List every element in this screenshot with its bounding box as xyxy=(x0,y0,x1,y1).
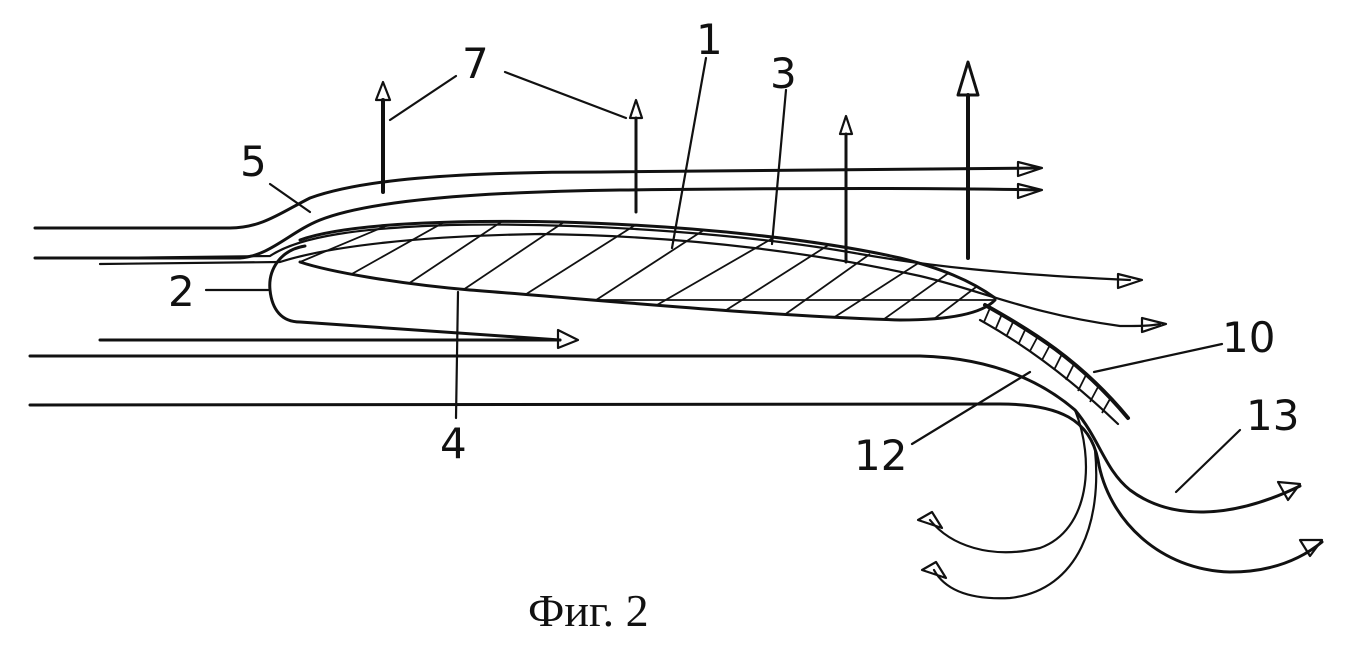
flap-body xyxy=(985,305,1128,418)
lift-arrowhead-2 xyxy=(630,100,642,118)
label-13: 13 xyxy=(1246,391,1299,440)
leader-13 xyxy=(1176,430,1240,492)
label-3: 3 xyxy=(770,49,797,98)
reference-labels: 7 1 3 5 2 4 10 12 13 xyxy=(168,15,1299,480)
label-4: 4 xyxy=(440,419,467,468)
flap-hatching xyxy=(984,308,1110,413)
leader-4 xyxy=(456,292,458,418)
streamline-vortex-1 xyxy=(930,410,1086,552)
upper-arrowheads xyxy=(1018,162,1166,332)
lift-arrowhead-3 xyxy=(840,116,852,134)
label-2: 2 xyxy=(168,267,195,316)
leader-12 xyxy=(912,372,1030,444)
wing xyxy=(270,216,1000,340)
label-1: 1 xyxy=(696,15,723,64)
leader-3 xyxy=(772,90,786,244)
label-12: 12 xyxy=(854,431,907,480)
label-5: 5 xyxy=(240,137,267,186)
streamline-lower-2 xyxy=(30,356,1300,512)
label-10: 10 xyxy=(1222,313,1275,362)
figure-caption: Фиг. 2 xyxy=(528,585,649,636)
lift-arrowhead-1 xyxy=(376,82,390,100)
streamline-top-2 xyxy=(35,189,1040,259)
streamline-top-1 xyxy=(35,168,1040,228)
leader-7b xyxy=(505,72,626,118)
leader-1 xyxy=(672,58,706,248)
lower-streamlines xyxy=(30,330,1322,598)
streamline-surface-1 xyxy=(100,225,1130,280)
label-7: 7 xyxy=(462,39,489,88)
lift-arrowhead-4 xyxy=(958,62,978,95)
leader-10 xyxy=(1094,344,1222,372)
leader-7a xyxy=(390,76,456,120)
